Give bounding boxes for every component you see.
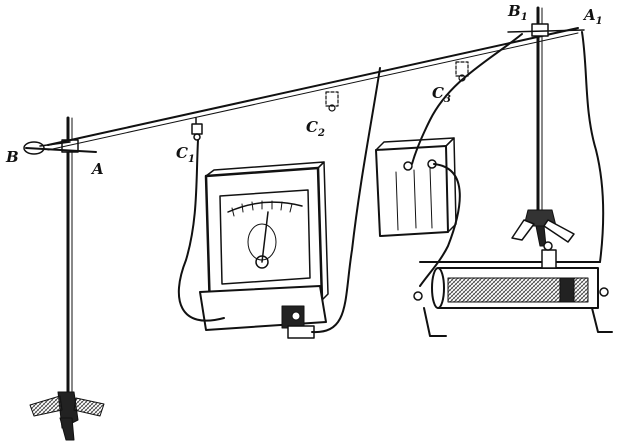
galvanometer (199, 161, 329, 339)
contact-c1 (191, 117, 203, 141)
label-b: B (6, 148, 19, 166)
label-c2: C2 (306, 118, 325, 139)
main-wire (39, 27, 579, 151)
connecting-wires (177, 31, 605, 334)
label-a1: A1 (584, 6, 603, 27)
battery (375, 137, 457, 237)
left-stand (23, 116, 105, 441)
label-b1: B1 (508, 2, 528, 23)
rheostat (413, 241, 613, 337)
right-stand (507, 6, 585, 247)
galvanometer-needle (261, 211, 269, 263)
label-a: A (92, 160, 104, 178)
label-c1: C1 (176, 144, 195, 165)
contact-c3 (455, 61, 469, 82)
contact-c2 (325, 91, 339, 112)
label-c3: C3 (432, 84, 451, 105)
